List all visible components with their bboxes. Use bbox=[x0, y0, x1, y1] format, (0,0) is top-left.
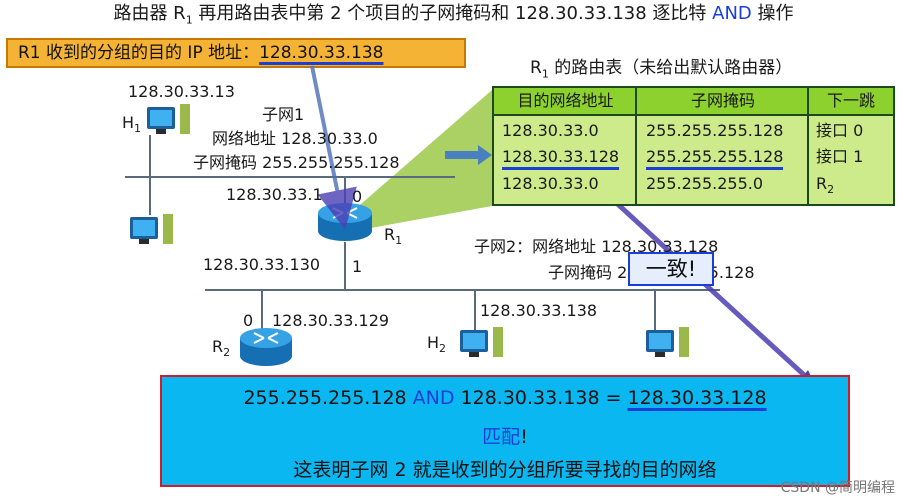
host-subnet1-icon bbox=[130, 214, 173, 244]
result-ip: 128.30.33.128 bbox=[627, 387, 767, 409]
routing-table-caption: R1 的路由表（未给出默认路由器） bbox=[530, 58, 793, 81]
rt-header-next: 下一跳 bbox=[809, 88, 893, 116]
host-h1-icon bbox=[147, 104, 190, 134]
page-title: 路由器 R1 再用路由表中第 2 个项目的子网掩码和 128.30.33.138… bbox=[113, 3, 794, 27]
received-ip-value: 128.30.33.138 bbox=[259, 43, 384, 63]
h1-ip: 128.30.33.13 bbox=[128, 82, 235, 101]
host-h2-icon bbox=[460, 327, 503, 357]
rt-row1-dest: 128.30.33.0 bbox=[502, 121, 599, 140]
table-zoom-funnel bbox=[345, 90, 492, 230]
r2-if0-ip: 128.30.33.129 bbox=[272, 311, 390, 330]
router-r1-icon bbox=[318, 203, 372, 241]
r1-if0: 0 bbox=[352, 187, 363, 206]
result-conclusion: 这表明子网 2 就是收到的分组所要寻找的目的网络 bbox=[293, 459, 717, 481]
rt-row2-mask: 255.255.255.128 bbox=[646, 147, 784, 170]
subnet1-addr: 网络地址 128.30.33.0 bbox=[212, 129, 378, 148]
h2-ip: 128.30.33.138 bbox=[480, 301, 598, 320]
r1-label: R1 bbox=[384, 225, 403, 248]
subnet2-addr: 子网2：网络地址 128.30.33.128 bbox=[474, 237, 719, 256]
subnet1-mask: 子网掩码 255.255.255.128 bbox=[193, 153, 400, 172]
result-match: 匹配! bbox=[482, 426, 528, 448]
rt-row1-mask: 255.255.255.128 bbox=[646, 121, 784, 140]
rt-header-mask: 子网掩码 bbox=[637, 88, 809, 116]
h1-label: H1 bbox=[122, 113, 142, 136]
subnet1-name: 子网1 bbox=[262, 105, 305, 124]
rt-row1-next: 接口 0 bbox=[816, 121, 864, 140]
host-subnet2-icon bbox=[646, 327, 689, 357]
router-r2-icon bbox=[240, 328, 292, 366]
r1-if1-ip: 128.30.33.130 bbox=[203, 255, 321, 274]
received-to-router-arrow bbox=[310, 65, 357, 230]
table-pointer-arrow bbox=[445, 145, 492, 165]
r2-label: R2 bbox=[212, 337, 231, 360]
h2-label: H2 bbox=[427, 333, 447, 356]
r1-if0-ip: 128.30.33.1 bbox=[226, 185, 323, 204]
rt-row3-dest: 128.30.33.0 bbox=[502, 174, 599, 193]
rt-header-dest: 目的网络地址 bbox=[494, 88, 637, 116]
rt-row2-dest: 128.30.33.128 bbox=[502, 147, 620, 170]
result-box: 255.255.255.128 AND 128.30.33.138 = 128.… bbox=[160, 375, 850, 487]
r1-if1: 1 bbox=[352, 257, 363, 276]
rt-row3-mask: 255.255.255.0 bbox=[646, 174, 764, 193]
match-callout: 一致! bbox=[628, 252, 714, 286]
watermark: CSDN @简明编程 bbox=[780, 480, 895, 496]
rt-row2-next: 接口 1 bbox=[816, 147, 864, 166]
routing-table: 目的网络地址 子网掩码 下一跳 128.30.33.0 255.255.255.… bbox=[492, 86, 895, 206]
received-ip-label: R1 收到的分组的目的 IP 地址： bbox=[18, 43, 260, 63]
result-equation: 255.255.255.128 AND 128.30.33.138 = 128.… bbox=[243, 387, 767, 409]
r2-if0: 0 bbox=[243, 311, 254, 330]
rt-row3-next: R2 bbox=[816, 174, 835, 197]
received-ip-box: R1 收到的分组的目的 IP 地址：128.30.33.138 bbox=[6, 38, 466, 68]
